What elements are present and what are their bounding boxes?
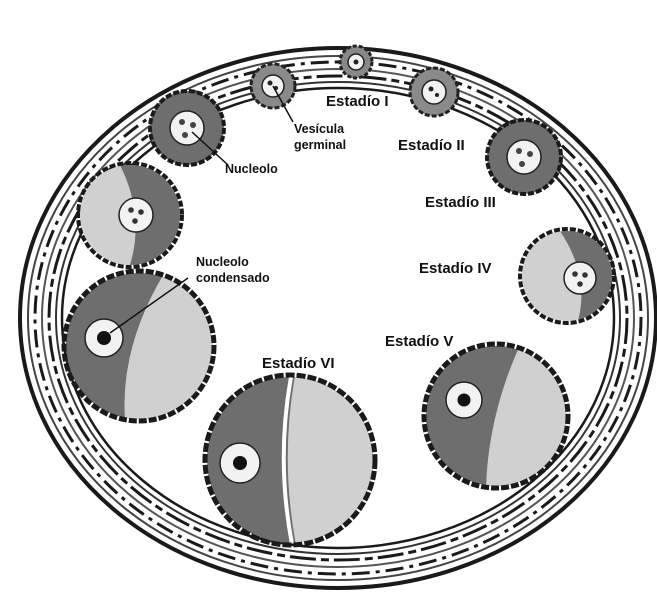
label-stage-2: Estadío II bbox=[398, 137, 465, 154]
label-stage-4: Estadío IV bbox=[419, 260, 492, 277]
label-condensado-line2: condensado bbox=[196, 271, 270, 285]
oocyte-stage-4 bbox=[520, 229, 615, 323]
oocyte-stage-2a bbox=[150, 91, 224, 165]
label-condensado-line1: Nucleolo bbox=[196, 255, 249, 269]
label-nucleolo: Nucleolo bbox=[225, 162, 278, 176]
label-vesicula-line2: germinal bbox=[294, 138, 346, 152]
oocyte-stage-2b bbox=[487, 120, 561, 194]
label-vesicula-line1: Vesícula bbox=[294, 122, 345, 136]
oocyte-stage-5-right bbox=[424, 344, 570, 488]
label-stage-6: Estadío VI bbox=[262, 355, 335, 372]
label-stage-3: Estadío III bbox=[425, 194, 496, 211]
label-stage-5: Estadío V bbox=[385, 333, 453, 350]
oocyte-stage-6 bbox=[205, 375, 380, 545]
oocyte-stage-1c bbox=[410, 68, 458, 116]
oocyte-stage-5-left bbox=[64, 271, 215, 421]
label-stage-1: Estadío I bbox=[326, 93, 389, 110]
oocyte-stage-1a bbox=[340, 46, 372, 78]
oocyte-stage-3 bbox=[78, 163, 182, 267]
